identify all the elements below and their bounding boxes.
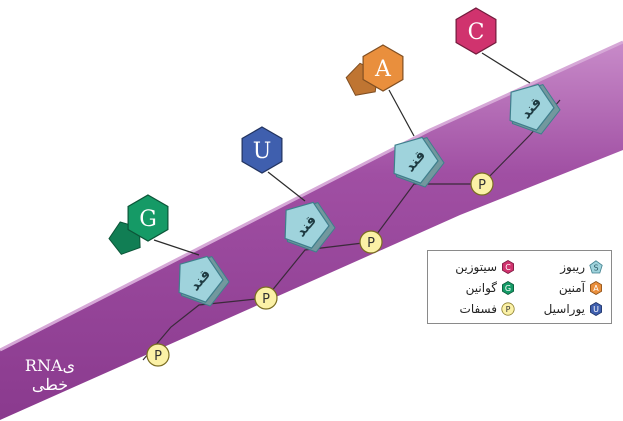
rna-strand-label: RNAی خطی [14,356,86,394]
ribose-sugar [509,83,555,131]
svg-text:U: U [593,305,599,314]
ribose-sugar [393,136,439,184]
guanine-base-hexagon [127,194,169,242]
legend-item-adenine: A آمنین [559,280,603,296]
phosphate-label: P [478,178,486,193]
guanine-base-label: G [139,207,157,232]
ribose-icon: S [589,260,603,274]
rna-band-edge [0,40,623,352]
cytosine-icon: C [501,260,515,274]
glycosidic-bond [388,89,415,137]
guanine-icon: G [501,281,515,295]
svg-text:P: P [506,305,511,314]
legend: C سیتوزین S ریبوز G گوانین A آمنین P فسف… [427,250,612,324]
cytosine-base-hexagon [455,7,497,55]
uracil-base-label: U [253,139,272,164]
glycosidic-bond [267,171,306,202]
legend-label-phosphate: فسفات [459,302,497,316]
phosphate-circle [146,343,170,367]
adenine-icon: A [589,281,603,295]
legend-item-phosphate: P فسفات [460,301,515,317]
phosphate-circle [470,172,494,196]
glycosidic-bond [481,52,531,84]
legend-label-guanine: گوانین [465,281,497,295]
ribose-sugar [284,201,330,249]
legend-label-uracil: یوراسیل [543,302,585,316]
phosphate-circle [254,286,278,310]
adenine-base-hexagon [362,44,404,92]
ribose-sugar [178,255,224,303]
svg-text:C: C [505,263,511,272]
phosphate-icon: P [501,302,515,316]
legend-item-guanine: G گوانین [466,280,515,296]
legend-item-ribose: S ریبوز [560,259,603,275]
phosphate-circle [359,230,383,254]
backbone-strand [142,99,561,361]
phosphate-label: P [367,236,375,251]
uracil-icon: U [589,302,603,316]
uracil-base-hexagon [241,126,283,174]
phosphate-label: P [262,292,270,307]
legend-label-ribose: ریبوز [560,260,585,274]
adenine-base-label: A [374,57,392,82]
rna-label-line1: RNAی [24,356,76,375]
legend-item-uracil: U یوراسیل [544,301,603,317]
cytosine-base-label: C [468,20,485,45]
svg-text:S: S [593,264,598,273]
legend-label-adenine: آمنین [558,281,585,295]
svg-text:G: G [505,284,511,293]
phosphate-label: P [154,349,162,364]
backbone-lines [142,99,561,361]
legend-item-cytosine: C سیتوزین [455,259,515,275]
glycosidic-bond [153,239,200,256]
legend-label-cytosine: سیتوزین [455,260,497,274]
svg-text:A: A [593,284,599,293]
rna-label-line2: خطی [31,375,69,394]
